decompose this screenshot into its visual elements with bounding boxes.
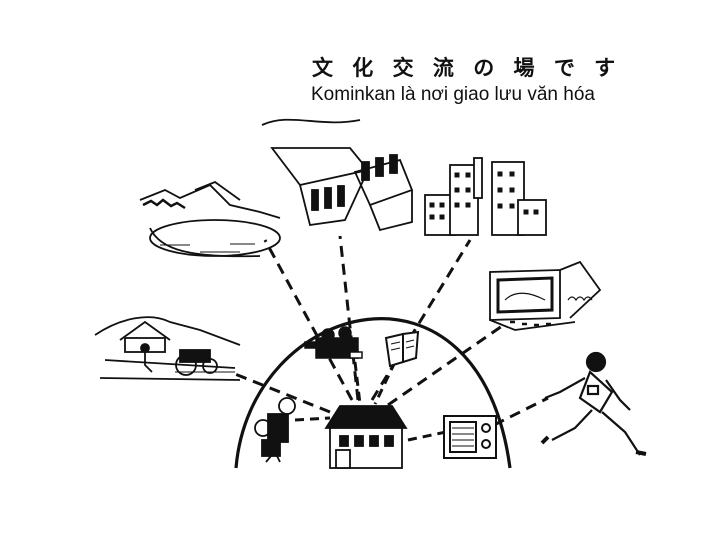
dam-factory-icon (261, 118, 414, 232)
title-japanese: 文 化 交 流 の 場 で す (312, 56, 622, 80)
connector-camera (294, 416, 331, 422)
connector-city (370, 239, 472, 401)
community-hall-icon (324, 405, 408, 469)
runner-icon (540, 351, 647, 456)
outer-connectors (229, 235, 549, 427)
lake-mountains-icon (139, 180, 281, 258)
dome-arc (234, 317, 512, 469)
movie-camera-icon (254, 397, 296, 463)
radio-icon (443, 415, 497, 459)
connector-projector (353, 361, 362, 405)
connector-theater (387, 322, 506, 407)
city-buildings-icon (424, 157, 547, 236)
book-icon (384, 330, 420, 368)
inner-connectors (294, 361, 447, 442)
theater-stage-icon (489, 260, 602, 331)
film-projector-icon (304, 326, 363, 359)
connector-radio (407, 430, 447, 442)
connector-dam (338, 235, 360, 401)
connector-book (373, 361, 397, 405)
connector-farm (229, 370, 331, 414)
title-vietnamese: Kominkan là nơi giao lưu văn hóa (311, 84, 595, 105)
farmer-tractor-icon (94, 316, 241, 381)
connector-lake (263, 239, 354, 401)
connector-runner (493, 396, 549, 427)
